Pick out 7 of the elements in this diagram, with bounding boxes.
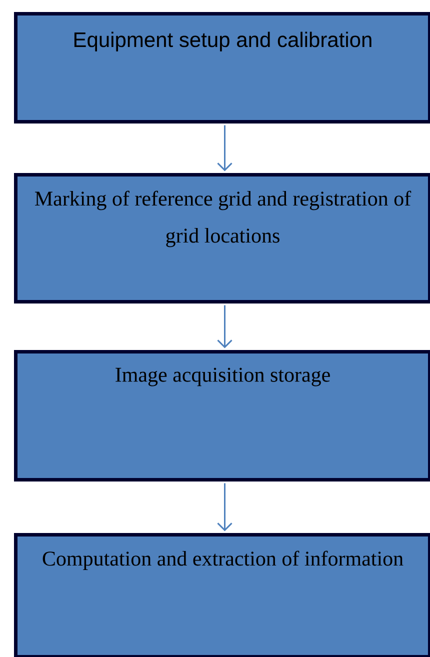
process-box: Equipment setup and calibration bbox=[14, 12, 430, 124]
process-box: Image acquisition storage bbox=[14, 350, 430, 482]
arrow bbox=[217, 483, 232, 532]
arrow bbox=[217, 125, 232, 172]
arrow bbox=[217, 305, 232, 348]
process-box: Computation and extraction of information bbox=[14, 533, 430, 657]
process-box: Marking of reference grid and registration of grid locations bbox=[14, 173, 430, 304]
